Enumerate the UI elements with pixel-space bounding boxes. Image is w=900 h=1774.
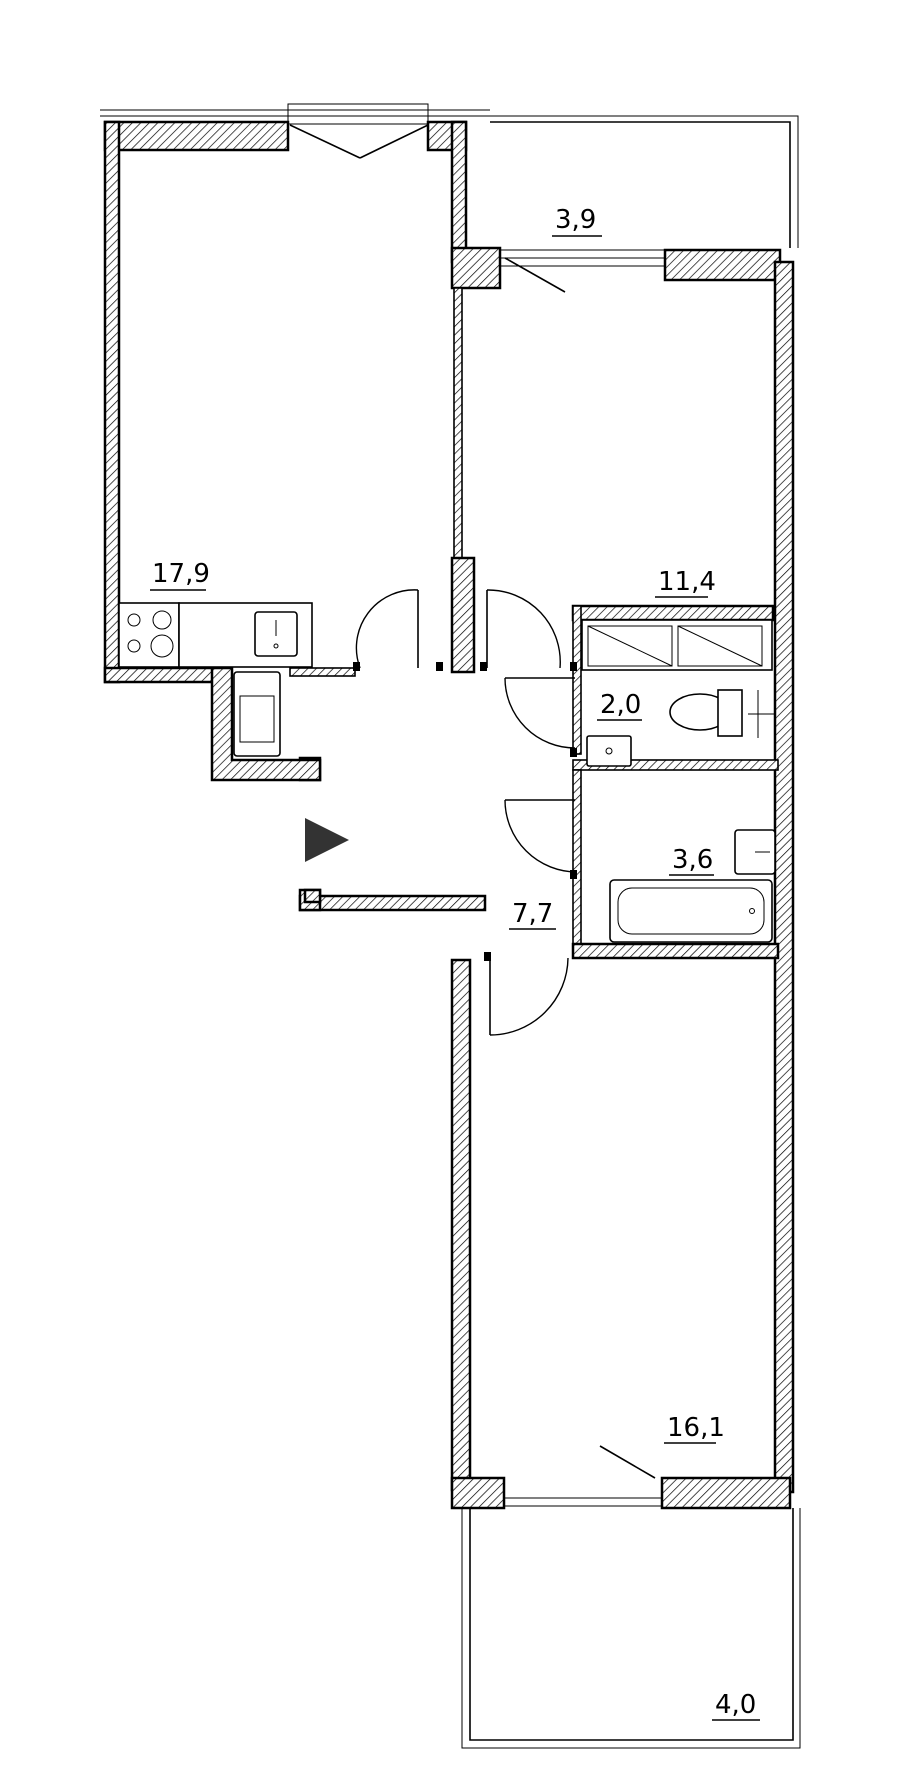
entrance-arrow-icon (305, 818, 349, 862)
stove-icon (118, 602, 180, 668)
area-hallway: 7,7 (512, 899, 553, 929)
exterior-walls (100, 103, 801, 1749)
balcony-door-top-leaf (504, 257, 566, 293)
wall-kitchen-left (103, 120, 121, 684)
wall-partition-pillar (450, 556, 476, 674)
fridge-icon (233, 671, 281, 757)
wardrobe-unit (581, 619, 773, 671)
wall-kitchen-top-left (103, 120, 290, 152)
wall-kitchen-bedroom-partition (453, 287, 463, 559)
wall-kitchen-bottom (103, 666, 227, 684)
door-kitchen-arc (355, 589, 419, 669)
bathroom-fixtures (609, 829, 776, 943)
door-bedroom-arc (486, 589, 561, 669)
area-labels: 17,9 3,9 11,4 2,0 3,6 7,7 16,1 4,0 (150, 205, 760, 1721)
toilet-fixtures (586, 689, 775, 767)
wall-kitchen-right-upper (450, 120, 468, 264)
door-toilet-arc (504, 677, 576, 749)
wall-bath-left (572, 769, 582, 951)
area-toilet: 2,0 (600, 690, 641, 720)
area-bathroom: 3,6 (672, 845, 713, 875)
area-bedroom-bottom: 16,1 (667, 1413, 725, 1443)
area-balcony-bottom: 4,0 (715, 1690, 756, 1720)
toilet-tank (717, 689, 743, 737)
toilet-sink-icon (586, 735, 632, 767)
area-balcony-top: 3,9 (555, 205, 596, 235)
wall-bedroom-bottom-left-corner (450, 1476, 506, 1510)
door-bedroom-bottom-arc (489, 957, 569, 1036)
wall-bath-bottom (571, 942, 780, 960)
balcony-door-bottom-leaf (599, 1445, 656, 1479)
wall-right-outer (773, 260, 795, 1494)
wall-entrance-lower (303, 888, 322, 904)
bathtub-icon (609, 879, 773, 943)
wall-toilet-left (572, 605, 582, 755)
wall-corner-balcony (450, 246, 502, 290)
door-bath-arc (504, 799, 578, 873)
wall-kitchen-bottom-2 (289, 667, 356, 677)
wall-hallway-bottom (298, 894, 487, 912)
kitchen-fixtures (118, 602, 313, 757)
wardrobe (581, 619, 773, 671)
area-kitchen-living: 17,9 (152, 559, 210, 589)
window-kitchen-top (287, 103, 429, 125)
doors (353, 589, 578, 1036)
windows (289, 124, 665, 1507)
area-bedroom-top: 11,4 (658, 567, 716, 597)
wall-storage-niche (210, 666, 322, 782)
wall-toilet-bath-divider (572, 759, 779, 771)
wall-bedroom-bottom-left (450, 958, 472, 1492)
wall-bedroom-top-right (663, 248, 782, 282)
wall-bedroom-bottom-right-corner (660, 1476, 792, 1510)
wall-toilet-top (571, 604, 775, 622)
